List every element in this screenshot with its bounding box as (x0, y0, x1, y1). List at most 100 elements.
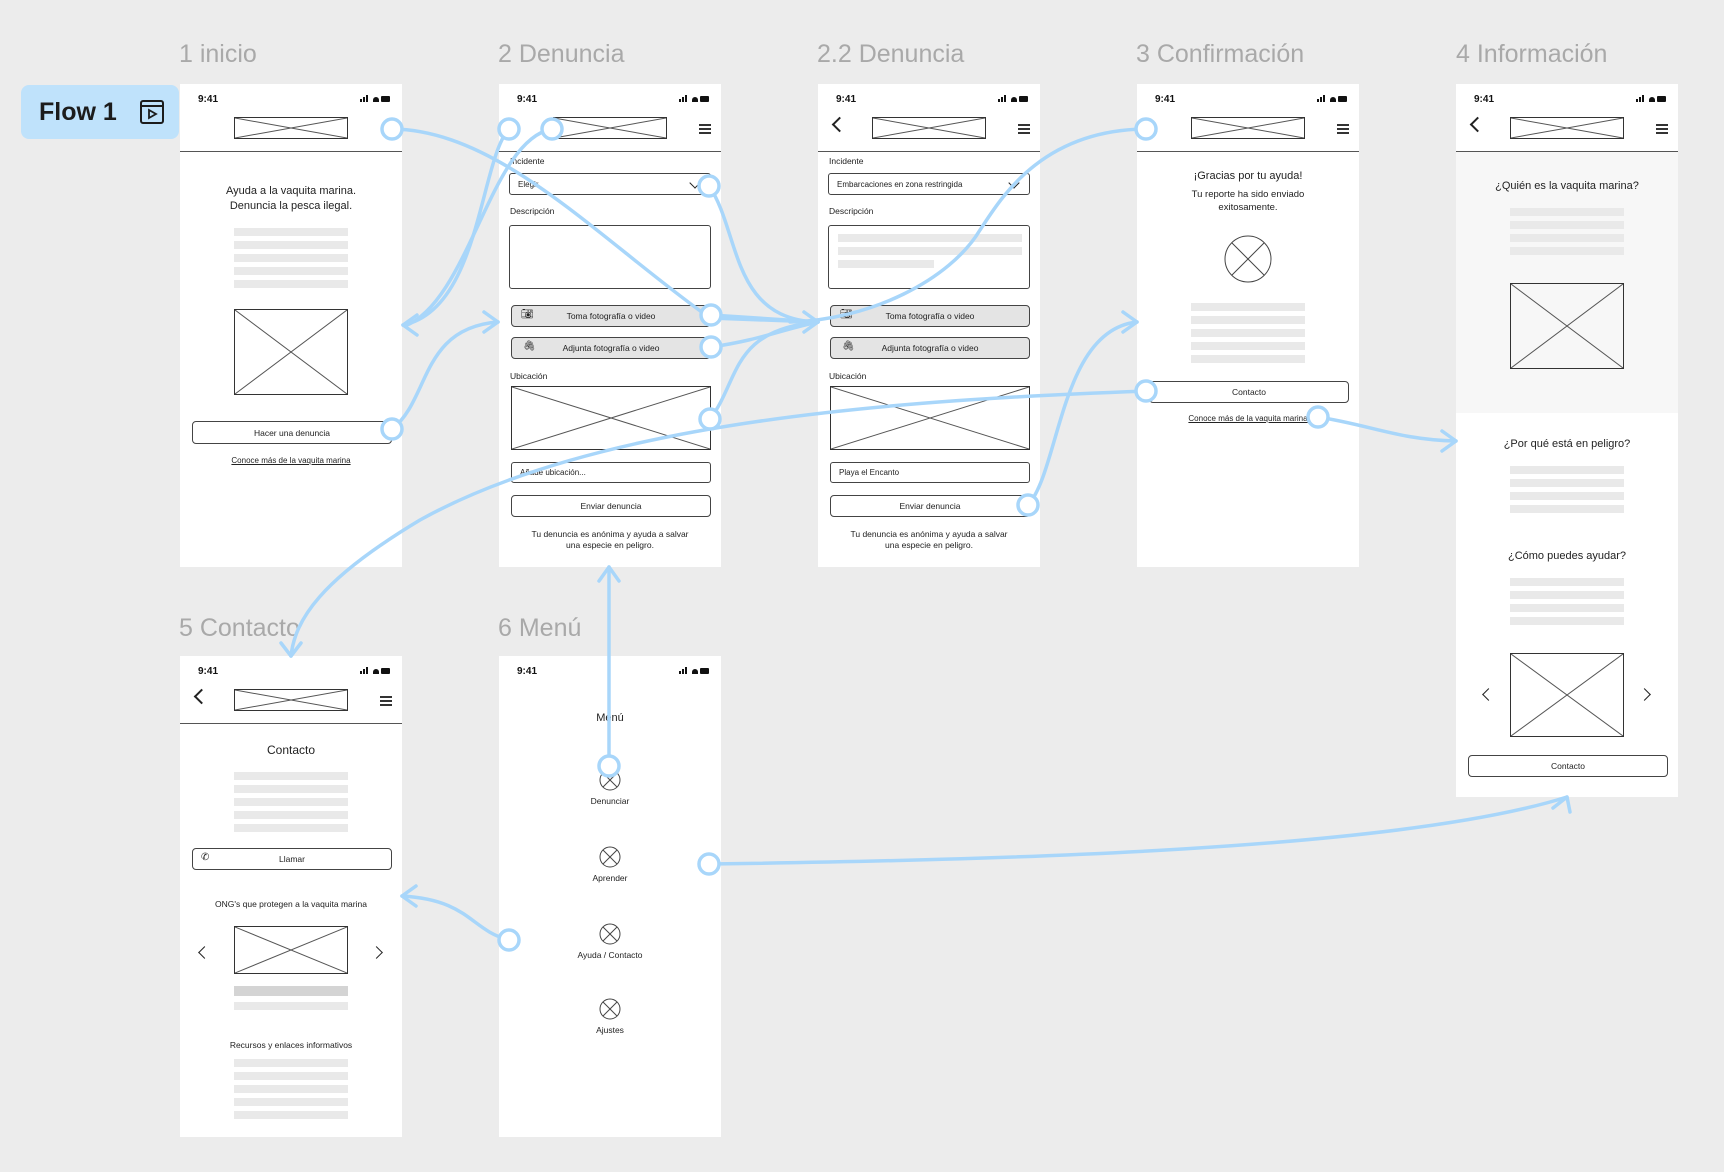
frame-denuncia: 9:41 Incidente Elegir Descripción Toma f… (499, 84, 721, 567)
app-header: 9:41 (818, 84, 1040, 152)
take-photo-label: Toma fotografía o video (566, 311, 656, 321)
text-placeholder (1191, 342, 1305, 350)
text-placeholder (1191, 329, 1305, 337)
status-icons (360, 667, 390, 674)
connector-map-to-denuncia-2 (708, 320, 820, 421)
flow-start-tag[interactable]: Flow 1 (21, 85, 179, 139)
text-placeholder (838, 260, 934, 268)
text-placeholder (234, 772, 348, 780)
hamburger-icon[interactable] (380, 696, 392, 708)
text-placeholder (1510, 492, 1624, 500)
arrow-head (279, 641, 303, 658)
camera-icon: 📷︎ (521, 309, 534, 320)
arrow-head (597, 565, 621, 583)
contact-button[interactable]: Contacto (1468, 755, 1668, 777)
menu-title: Menú (596, 712, 624, 724)
text-placeholder (234, 1072, 348, 1080)
back-arrow-icon[interactable] (193, 688, 210, 705)
connector-denuncia-back-to-inicio (401, 127, 511, 327)
location-placeholder: Añade ubicación... (520, 468, 586, 477)
flow-label: Flow 1 (39, 97, 117, 126)
attach-photo-button[interactable]: Adjunta fotografía o video (511, 337, 711, 359)
menu-item-label: Denunciar (590, 796, 630, 806)
submit-report-button[interactable]: Enviar denuncia (830, 495, 1030, 517)
incident-select[interactable]: Elegir (509, 173, 711, 195)
text-placeholder (1510, 604, 1624, 612)
frame-confirmacion: 9:41 ¡Gracias por tu ayuda! Tu reporte h… (1137, 84, 1359, 567)
image-placeholder (234, 309, 348, 395)
text-placeholder (234, 1059, 348, 1067)
text-placeholder (1191, 355, 1305, 363)
resources-heading: Recursos y enlaces informativos (229, 1040, 353, 1050)
paperclip-icon: 🖇︎ (523, 341, 536, 352)
text-placeholder (838, 234, 1022, 242)
incident-select[interactable]: Embarcaciones en zona restringida (828, 173, 1030, 195)
map-placeholder[interactable] (511, 386, 711, 450)
submit-report-button[interactable]: Enviar denuncia (511, 495, 711, 517)
anonymous-note-1: Tu denuncia es anónima y ayuda a salvar (850, 529, 1008, 539)
logo-placeholder (1191, 117, 1305, 139)
section-title-help: ¿Cómo puedes ayudar? (1507, 550, 1626, 562)
sent-message-1: Tu reporte ha sido enviado (1191, 189, 1305, 200)
logo-placeholder (234, 689, 348, 711)
camera-icon: 📷︎ (840, 309, 853, 320)
status-icons (679, 667, 709, 674)
status-time: 9:41 (1155, 94, 1176, 105)
contact-button[interactable]: Contacto (1149, 381, 1349, 403)
text-placeholder (234, 254, 348, 262)
frame-label-menu: 6 Menú (498, 614, 582, 642)
take-photo-label: Toma fotografía o video (885, 311, 975, 321)
text-placeholder (234, 785, 348, 793)
incident-label: Incidente (829, 156, 864, 166)
text-placeholder (1510, 234, 1624, 242)
app-header: 9:41 (180, 656, 402, 724)
carousel-next-icon[interactable] (370, 946, 383, 959)
hamburger-icon[interactable] (1337, 124, 1349, 136)
text-placeholder (1510, 466, 1624, 474)
headline-1: Ayuda a la vaquita marina. (225, 185, 357, 197)
call-button[interactable]: Llamar (192, 848, 392, 870)
learn-more-link[interactable]: Conoce más de la vaquita marina (1188, 414, 1308, 423)
ngo-name-placeholder (234, 986, 348, 996)
arrow-head (1551, 795, 1572, 814)
learn-more-link[interactable]: Conoce más de la vaquita marina (231, 456, 351, 465)
ngo-heading: ONG's que protegen a la vaquita marina (215, 899, 367, 909)
frame-label-denuncia: 2 Denuncia (498, 40, 625, 68)
take-photo-button[interactable]: Toma fotografía o video (511, 305, 711, 327)
description-field[interactable] (509, 225, 711, 289)
connector-submit-to-confirmacion (1026, 320, 1139, 507)
attach-photo-button[interactable]: Adjunta fotografía o video (830, 337, 1030, 359)
connector-attach-to-denuncia-2 (709, 320, 820, 349)
hamburger-icon[interactable] (1018, 124, 1030, 136)
connector-photo-to-denuncia-2 (709, 313, 820, 324)
status-icons (360, 95, 390, 102)
text-placeholder (1510, 479, 1624, 487)
paperclip-icon: 🖇︎ (842, 341, 855, 352)
carousel-prev-icon[interactable] (198, 946, 211, 959)
text-placeholder (234, 824, 348, 832)
logo-placeholder (553, 117, 667, 139)
status-time: 9:41 (517, 94, 538, 105)
back-arrow-icon[interactable] (1469, 116, 1486, 133)
hamburger-icon[interactable] (699, 124, 711, 136)
hamburger-icon[interactable] (1656, 124, 1668, 136)
arrow-head (401, 313, 419, 337)
take-photo-button[interactable]: Toma fotografía o video (830, 305, 1030, 327)
text-placeholder (234, 1111, 348, 1119)
map-placeholder[interactable] (830, 386, 1030, 450)
text-placeholder (234, 280, 348, 288)
location-input[interactable]: Añade ubicación... (511, 462, 711, 483)
text-placeholder (234, 1085, 348, 1093)
description-label: Descripción (829, 206, 874, 216)
status-time: 9:41 (198, 666, 219, 677)
frame-inicio: 9:41 Ayuda a la vaquita marina. Denuncia… (180, 84, 402, 567)
report-button[interactable]: Hacer una denuncia (192, 421, 392, 444)
back-arrow-icon[interactable] (831, 116, 848, 133)
section-title-danger: ¿Por qué está en peligro? (1503, 438, 1631, 450)
location-input[interactable]: Playa el Encanto (830, 462, 1030, 483)
phone-icon: ✆ (201, 852, 210, 863)
anonymous-note-2: una especie en peligro. (566, 540, 654, 550)
success-icon (1224, 235, 1272, 283)
text-placeholder (234, 267, 348, 275)
status-icons (998, 95, 1028, 102)
